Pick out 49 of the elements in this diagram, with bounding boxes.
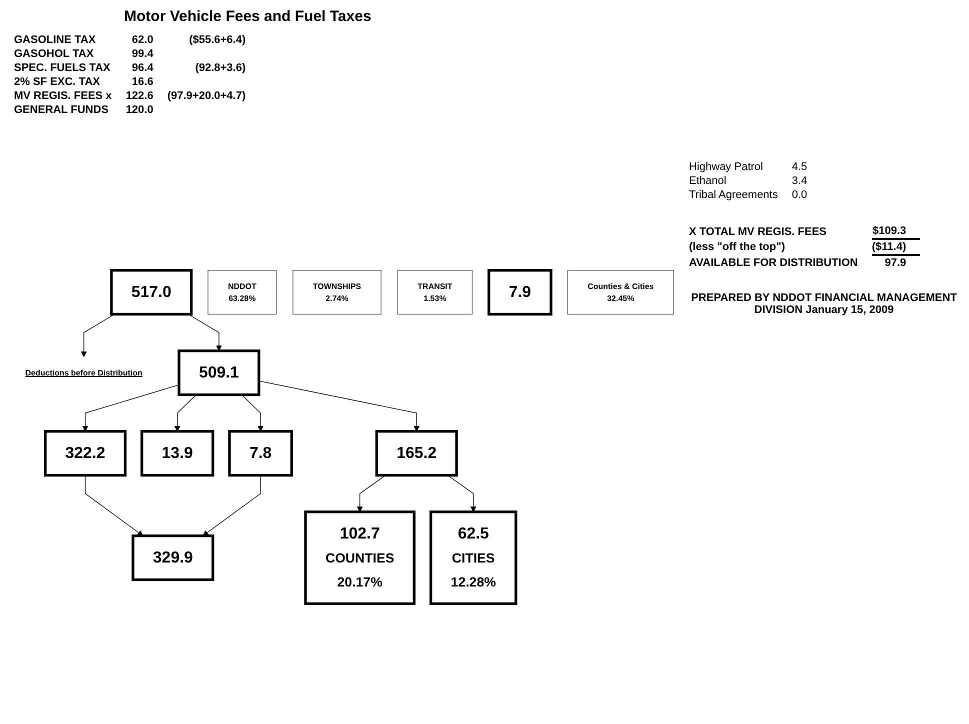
item-name: 2% SF EXC. TAX xyxy=(14,76,100,88)
node-box: 13.9 xyxy=(140,430,214,477)
deduction-name: Highway Patrol xyxy=(689,161,763,173)
amount-value: 16.6 xyxy=(132,76,154,88)
node-box: 509.1 xyxy=(178,350,260,396)
amount-value: 120.0 xyxy=(126,104,154,116)
amount-value: 62.0 xyxy=(132,34,154,46)
amount-value: 122.6 xyxy=(126,90,154,102)
item-name: GENERAL FUNDS xyxy=(14,104,109,116)
deduction-name: Ethanol xyxy=(689,175,726,187)
amount-value: 97.9 xyxy=(884,257,906,269)
arrow xyxy=(202,474,261,536)
amount-value: 4.5 xyxy=(792,161,808,173)
amount-value: 96.4 xyxy=(132,62,154,74)
credit-note: PREPARED BY NDDOT FINANCIAL MANAGEMENT DIVISION January 15, 2009 xyxy=(690,292,958,316)
arrow xyxy=(174,394,197,432)
note-text: AVAILABLE FOR DISTRIBUTION xyxy=(689,256,858,268)
arrow xyxy=(241,394,264,432)
amount-value: $109.3 xyxy=(872,225,906,237)
item-name: MV REGIS. FEES x xyxy=(14,90,112,102)
node-box: 329.9 xyxy=(132,534,214,582)
arrow xyxy=(188,314,222,352)
node-box: 102.7 COUNTIES 20.17% xyxy=(304,510,416,606)
arrow xyxy=(80,314,115,358)
amount-value: ($11.4) xyxy=(872,241,906,253)
node-box: 322.2 xyxy=(44,430,127,477)
arrow xyxy=(447,474,476,512)
arrow xyxy=(82,384,180,432)
node-box: 517.0 xyxy=(110,268,193,316)
amount-value: 3.4 xyxy=(792,175,808,187)
arrow xyxy=(84,474,144,536)
item-name: GASOLINE TAX xyxy=(14,34,96,46)
node-box: 7.8 xyxy=(228,430,293,477)
amount-value: 99.4 xyxy=(132,48,154,60)
item-name: GASOHOL TAX xyxy=(14,48,94,60)
amount-breakdown: (92.8+3.6) xyxy=(195,62,246,74)
arrow xyxy=(258,380,420,432)
note-text: X TOTAL MV REGIS. FEES xyxy=(689,226,827,238)
amount-breakdown: (97.9+20.0+4.7) xyxy=(167,90,246,102)
diagram-title: Motor Vehicle Fees and Fuel Taxes xyxy=(124,8,372,25)
node-box: 165.2 xyxy=(375,430,458,477)
node-box: 62.5 CITIES 12.28% xyxy=(430,510,518,606)
note-text: (less "off the top") xyxy=(689,241,785,253)
amount-value: 0.0 xyxy=(792,189,808,201)
item-name: SPEC. FUELS TAX xyxy=(14,62,110,74)
deduction-name: Tribal Agreements xyxy=(689,189,778,201)
node-box: 7.9 xyxy=(488,268,552,316)
arrow xyxy=(356,474,386,512)
amount-breakdown: ($55.6+6.4) xyxy=(189,34,246,46)
